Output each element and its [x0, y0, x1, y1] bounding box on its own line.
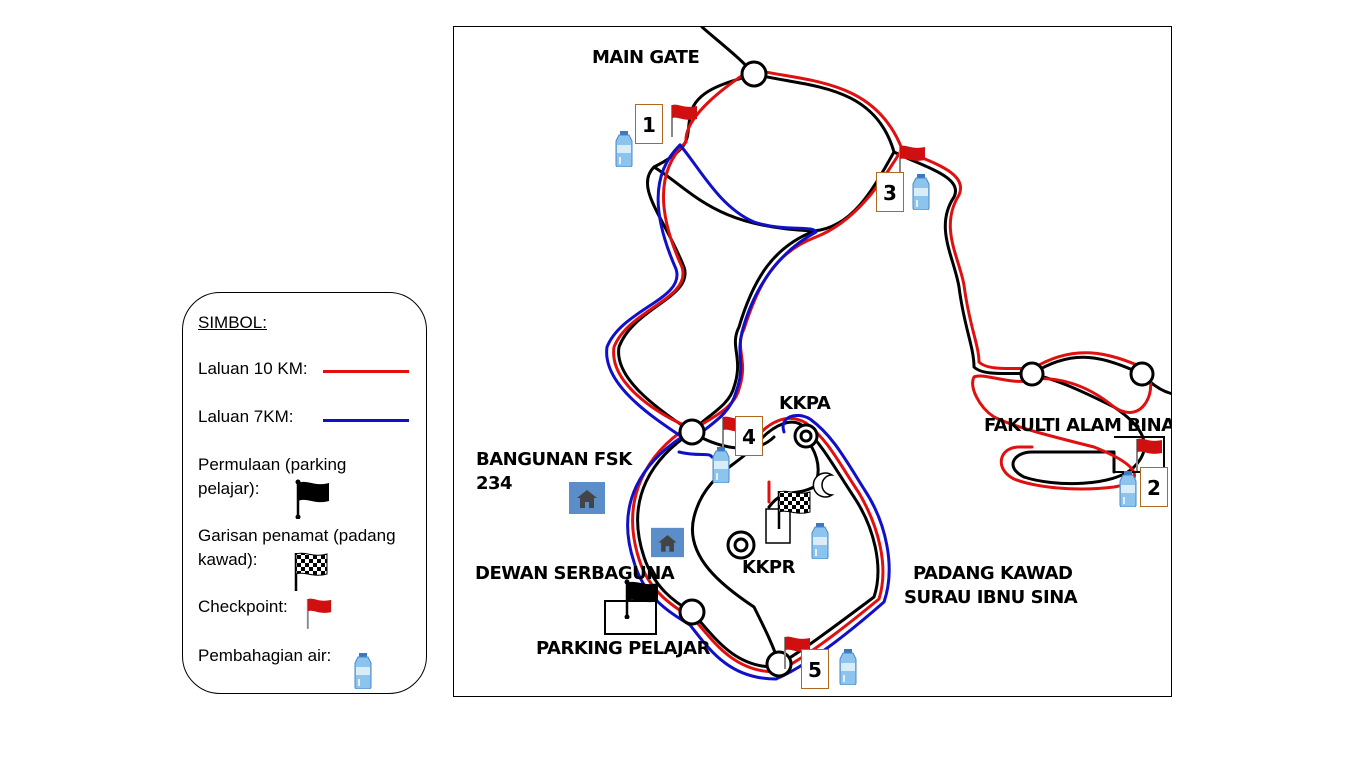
water-bottle-icon	[615, 131, 633, 167]
legend-start-label: Permulaan (parking pelajar):	[198, 455, 347, 498]
checkered-flag-icon	[293, 551, 329, 591]
checkpoint-2: 2	[1140, 467, 1168, 507]
black-flag-icon	[295, 479, 331, 519]
fakulti-marker	[1114, 436, 1165, 473]
water-bottle-icon	[811, 523, 829, 559]
label-fsk-number: 234	[476, 473, 513, 494]
crescent-moon-icon	[812, 472, 835, 498]
label-kkpa: KKPA	[779, 393, 831, 414]
label-kkpr: KKPR	[742, 557, 795, 578]
start-marker-box	[604, 600, 657, 635]
checkpoint-1: 1	[635, 104, 663, 144]
roads	[617, 27, 1171, 669]
water-bottle-icon	[353, 653, 373, 689]
red-flag-icon	[305, 597, 333, 629]
label-main-gate: MAIN GATE	[592, 47, 700, 68]
legend-route-10km-label: Laluan 10 KM:	[198, 359, 308, 378]
label-fakulti-alam-bina: FAKULTI ALAM BINA	[984, 415, 1172, 436]
legend-route-10km-line	[323, 370, 409, 373]
label-parking-pelajar: PARKING PELAJAR	[536, 638, 710, 659]
label-surau-ibnu-sina: SURAU IBNU SINA	[904, 587, 1078, 608]
checkpoint-3: 3	[876, 172, 904, 212]
route-map: MAIN GATE BANGUNAN FSK 234 KKPA KKPR FAK…	[453, 26, 1172, 697]
water-bottle-icon	[1119, 471, 1137, 507]
legend-title: SIMBOL:	[198, 313, 267, 332]
junctions	[678, 60, 1155, 678]
legend-finish-label: Garisan penamat (padang kawad):	[198, 526, 396, 569]
water-bottle-icon	[839, 649, 857, 685]
legend-route-7km-label: Laluan 7KM:	[198, 407, 294, 426]
route-map-canvas	[569, 27, 1171, 685]
water-bottle-icon	[712, 447, 730, 483]
water-bottle-icon	[912, 174, 930, 210]
label-bangunan-fsk: BANGUNAN FSK	[476, 449, 632, 470]
legend-checkpoint-label: Checkpoint:	[198, 597, 288, 616]
house-icon	[651, 527, 684, 558]
label-dewan-serbaguna: DEWAN SERBAGUNA	[475, 563, 675, 584]
house-icon	[569, 482, 605, 514]
legend-panel: SIMBOL: Laluan 10 KM: Laluan 7KM: Permul…	[182, 292, 427, 694]
checkpoint-5: 5	[801, 649, 829, 689]
legend-water-label: Pembahagian air:	[198, 646, 332, 665]
legend-route-7km-line	[323, 419, 409, 422]
label-padang-kawad: PADANG KAWAD	[913, 563, 1073, 584]
checkpoint-4: 4	[735, 416, 763, 456]
